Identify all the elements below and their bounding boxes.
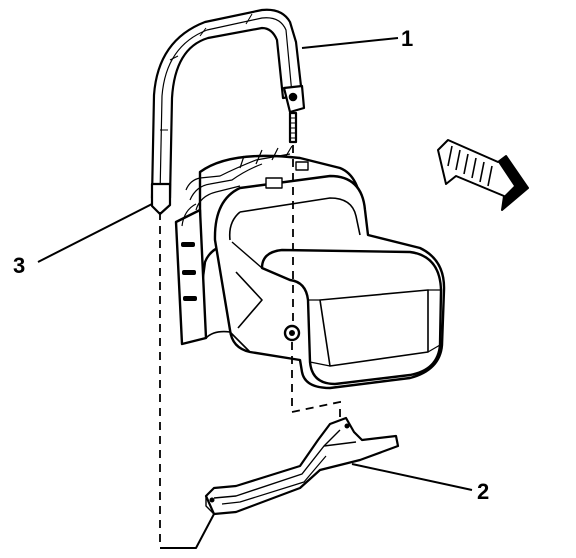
leader-line-1	[301, 37, 399, 49]
fuel-tank	[174, 145, 446, 390]
bracket	[160, 416, 400, 549]
leader-line-2	[351, 463, 473, 491]
leader-lines	[37, 37, 473, 491]
callout-1: 1	[401, 26, 414, 51]
leader-line-3	[37, 203, 153, 263]
callout-2: 2	[477, 479, 490, 504]
callout-3: 3	[13, 253, 26, 278]
direction-arrow-icon	[437, 139, 529, 211]
assembly-lines	[159, 145, 341, 545]
tank-strap	[150, 8, 306, 216]
